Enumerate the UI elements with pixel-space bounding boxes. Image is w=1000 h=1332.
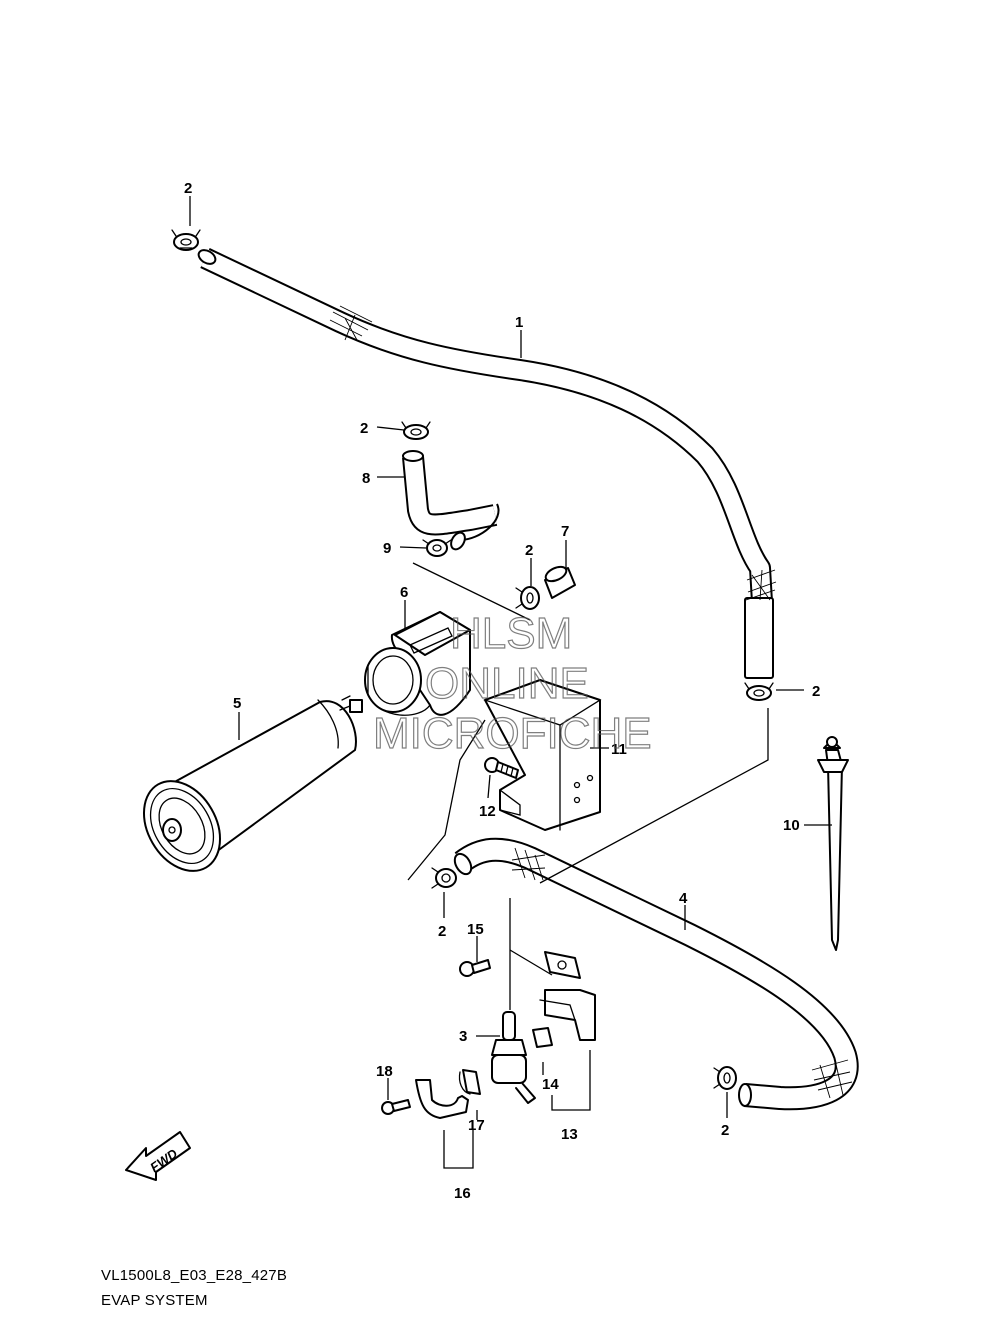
callout-18: 18 [376, 1063, 393, 1080]
clip-17 [458, 1069, 481, 1095]
clamp-2-lower-right [713, 1066, 737, 1090]
callout-17: 17 [468, 1117, 485, 1134]
callout-16: 16 [454, 1185, 471, 1202]
diagram-title: EVAP SYSTEM [101, 1292, 208, 1309]
callouts: 2 1 2 8 9 2 7 6 5 2 11 12 10 4 2 15 3 18… [184, 180, 820, 1202]
leader-lines [189, 196, 832, 1169]
diagram-code: VL1500L8_E03_E28_427B [101, 1267, 288, 1284]
cover-11 [483, 679, 602, 831]
clamp-2-right [744, 682, 774, 701]
clamp-9 [422, 539, 452, 557]
hose-8 [402, 450, 500, 551]
callout-2: 2 [184, 180, 192, 197]
callout-13: 13 [561, 1126, 578, 1143]
watermark-line3: MICROFICHE [373, 709, 652, 758]
callout-2: 2 [360, 420, 368, 437]
watermark-line2: ONLINE [425, 659, 589, 708]
callout-3: 3 [459, 1028, 467, 1045]
callout-15: 15 [467, 921, 484, 938]
canister-5 [143, 695, 363, 872]
bracket-6 [364, 611, 471, 716]
callout-14: 14 [542, 1076, 559, 1093]
fwd-arrow: FWD [125, 1131, 191, 1181]
callout-12: 12 [479, 803, 496, 820]
hose-1 [197, 248, 777, 679]
screw-15 [459, 959, 491, 977]
bracket-16 [415, 1079, 469, 1119]
screw-18 [381, 1099, 411, 1115]
tube-7 [544, 565, 576, 599]
callout-10: 10 [783, 817, 800, 834]
valve-3 [491, 1011, 536, 1104]
hose-4 [453, 837, 859, 1111]
bolt-12 [484, 757, 519, 779]
callout-2: 2 [721, 1122, 729, 1139]
clamp-2-hose8 [401, 421, 431, 440]
watermark-line1: HLSM [450, 609, 572, 658]
callout-1: 1 [515, 314, 523, 331]
callout-11: 11 [611, 741, 627, 758]
clamp-2-top [171, 229, 201, 251]
callout-6: 6 [400, 584, 408, 601]
callout-5: 5 [233, 695, 241, 712]
callout-9: 9 [383, 540, 391, 557]
callout-8: 8 [362, 470, 370, 487]
bracket-13 [539, 951, 596, 1041]
cable-tie-10 [817, 736, 849, 951]
clip-14 [532, 1027, 553, 1048]
callout-2: 2 [812, 683, 820, 700]
watermark: HLSM ONLINE MICROFICHE [372, 608, 652, 758]
callout-7: 7 [561, 523, 569, 540]
callout-2: 2 [438, 923, 446, 940]
callout-2: 2 [525, 542, 533, 559]
callout-4: 4 [679, 890, 688, 907]
clamp-2-mid [515, 586, 540, 610]
clamp-2-lower-left [431, 867, 457, 889]
